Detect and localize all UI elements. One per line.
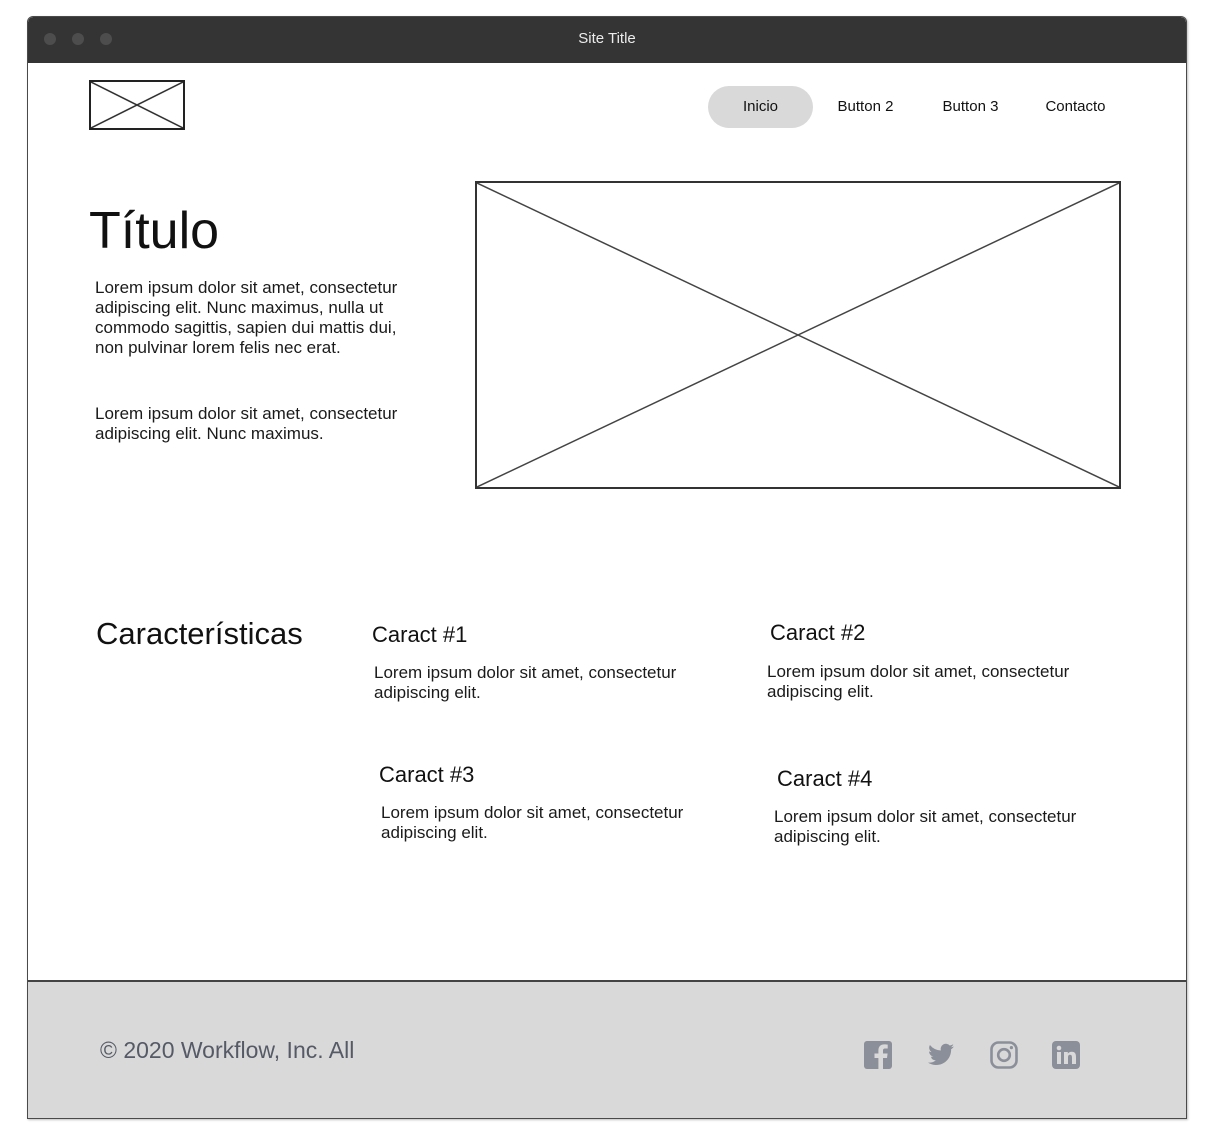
feature-text-line: Lorem ipsum dolor sit amet, consectetur <box>381 803 684 822</box>
window-maximize-dot[interactable] <box>100 33 112 45</box>
hero-image-placeholder <box>475 181 1121 489</box>
feature-text-line: Lorem ipsum dolor sit amet, consectetur <box>774 807 1077 826</box>
hero-title: Título <box>89 202 220 260</box>
hero-paragraph-1: Lorem ipsum dolor sit amet, consectetur … <box>95 278 397 358</box>
hero-paragraph-2-line: Lorem ipsum dolor sit amet, consectetur <box>95 404 398 423</box>
site-footer: © 2020 Workflow, Inc. All <box>28 980 1186 1118</box>
window-minimize-dot[interactable] <box>72 33 84 45</box>
feature-1-text: Lorem ipsum dolor sit amet, consectetur … <box>374 663 676 703</box>
feature-text-line: adipiscing elit. <box>381 823 488 842</box>
feature-text-line: Lorem ipsum dolor sit amet, consectetur <box>767 662 1070 681</box>
instagram-icon[interactable] <box>989 1040 1019 1070</box>
feature-2-text: Lorem ipsum dolor sit amet, consectetur … <box>767 662 1069 702</box>
feature-text-line: adipiscing elit. <box>774 827 881 846</box>
feature-4-text: Lorem ipsum dolor sit amet, consectetur … <box>774 807 1076 847</box>
image-placeholder-icon <box>477 183 1119 487</box>
twitter-icon[interactable] <box>926 1040 956 1070</box>
features-heading: Características <box>96 616 303 651</box>
feature-3-text: Lorem ipsum dolor sit amet, consectetur … <box>381 803 683 843</box>
feature-text-line: Lorem ipsum dolor sit amet, consectetur <box>374 663 677 682</box>
window-title: Site Title <box>578 30 636 47</box>
nav-inicio-button[interactable]: Inicio <box>708 86 813 128</box>
window-titlebar: Site Title <box>28 17 1186 63</box>
nav-contacto-button[interactable]: Contacto <box>1045 98 1106 115</box>
feature-1-title: Caract #1 <box>372 622 468 647</box>
feature-2-title: Caract #2 <box>770 620 866 645</box>
hero-paragraph-2: Lorem ipsum dolor sit amet, consectetur … <box>95 404 397 444</box>
nav-button-2[interactable]: Button 2 <box>837 98 894 115</box>
facebook-icon[interactable] <box>863 1040 893 1070</box>
hero-paragraph-1-line: non pulvinar lorem felis nec erat. <box>95 338 341 357</box>
image-placeholder-icon <box>91 82 183 128</box>
feature-text-line: adipiscing elit. <box>767 682 874 701</box>
site-logo[interactable] <box>89 80 185 130</box>
hero-paragraph-2-line: adipiscing elit. Nunc maximus. <box>95 424 324 443</box>
hero-paragraph-1-line: commodo sagittis, sapien dui mattis dui, <box>95 318 397 337</box>
linkedin-icon[interactable] <box>1051 1040 1081 1070</box>
main-nav: Inicio Button 2 Button 3 Contacto <box>708 86 1128 128</box>
hero-paragraph-1-line: adipiscing elit. Nunc maximus, nulla ut <box>95 298 384 317</box>
feature-3-title: Caract #3 <box>379 762 475 787</box>
browser-window: Site Title Inicio Button 2 Button 3 Cont… <box>27 16 1187 1119</box>
feature-4-title: Caract #4 <box>777 766 873 791</box>
copyright-text: © 2020 Workflow, Inc. All <box>100 1037 355 1063</box>
window-close-dot[interactable] <box>44 33 56 45</box>
feature-text-line: adipiscing elit. <box>374 683 481 702</box>
nav-button-3[interactable]: Button 3 <box>942 98 999 115</box>
hero-paragraph-1-line: Lorem ipsum dolor sit amet, consectetur <box>95 278 398 297</box>
